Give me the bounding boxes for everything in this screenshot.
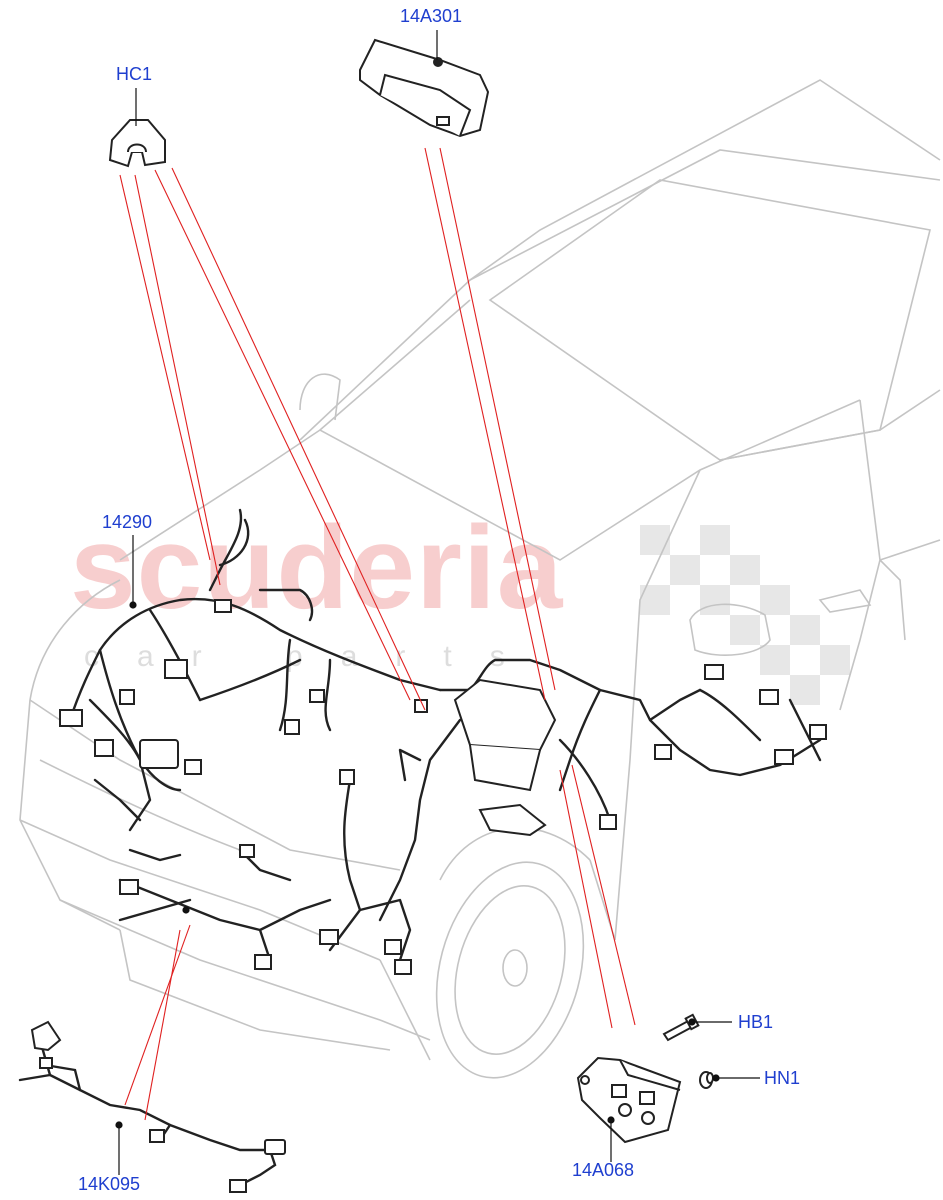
callout-14a068[interactable]: 14A068 [572,1160,635,1180]
callout-hc1[interactable]: HC1 [116,64,153,84]
engine-bay-module [453,678,557,837]
callout-hb1[interactable]: HB1 [738,1012,774,1032]
hn1-nut-part [699,1071,714,1089]
leader-lines [119,147,636,1121]
callout-hn1[interactable]: HN1 [764,1068,801,1088]
vehicle-outline [19,79,941,1079]
harness-connectors [59,599,827,975]
checkered-flag-watermark [640,525,850,705]
14a068-bracket-part [576,1056,682,1144]
14a301-cover-part [359,38,490,138]
callout-14290[interactable]: 14290 [102,512,153,532]
14k095-connectors [30,1020,286,1193]
watermark-subtext: car parts [84,640,543,673]
callout-14k095[interactable]: 14K095 [78,1174,141,1194]
callout-leaders [115,30,760,1175]
callout-14a301[interactable]: 14A301 [400,6,463,26]
main-wiring-harness [68,508,822,962]
hb1-bolt-part [662,1013,700,1042]
hc1-clip-part [108,119,166,168]
